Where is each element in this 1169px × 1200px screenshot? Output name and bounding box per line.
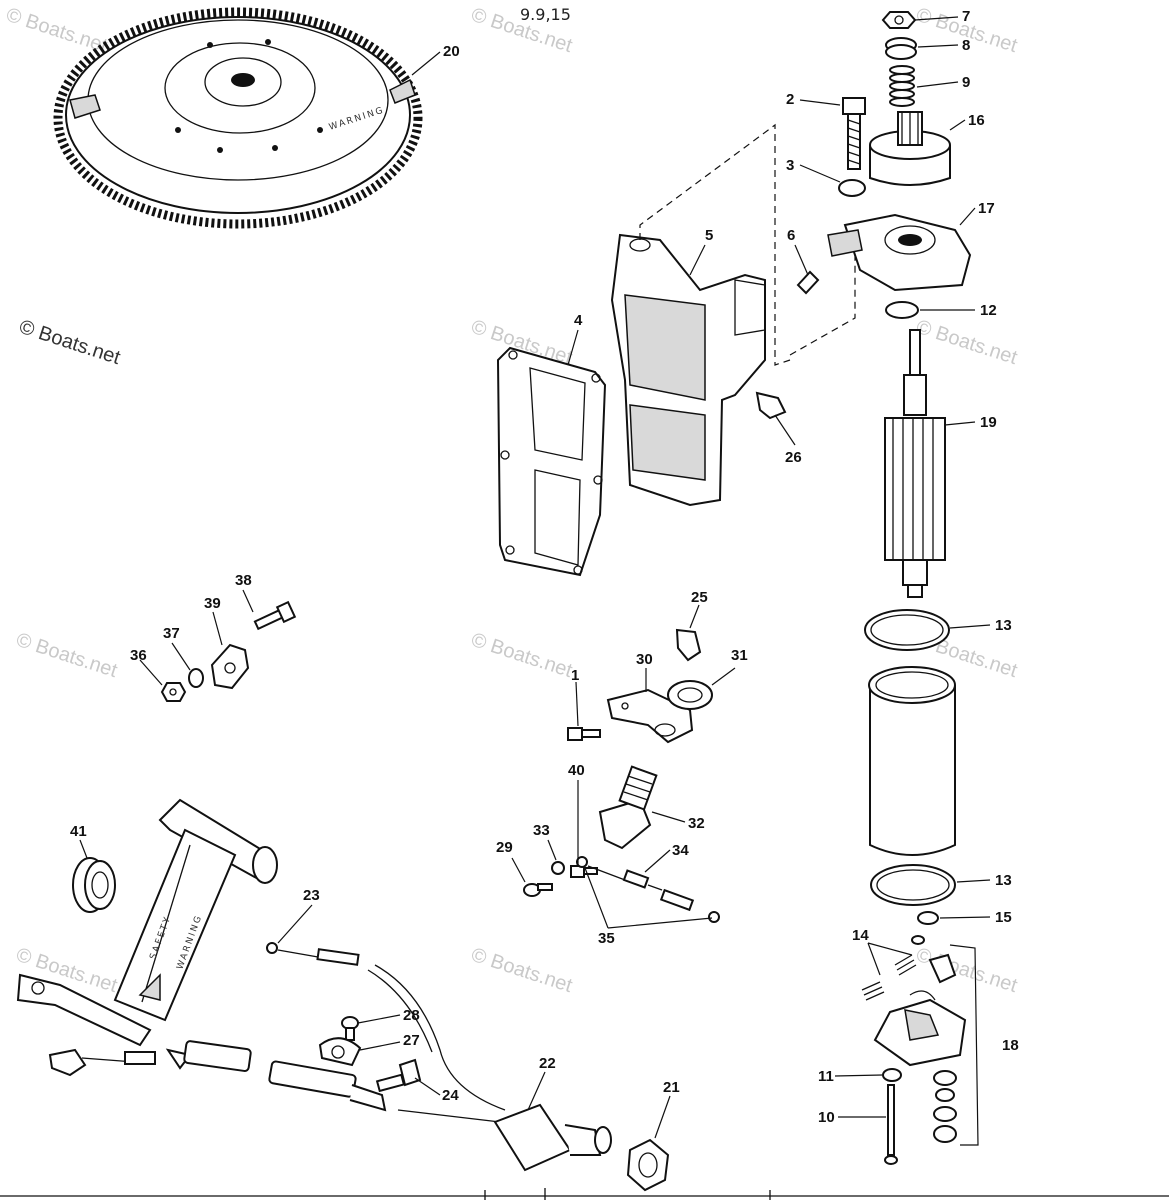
label-9: 9	[962, 74, 970, 91]
label-13-top: 13	[995, 617, 1012, 634]
watermark: © Boats.net	[913, 944, 1020, 997]
watermark: © Boats.net	[468, 629, 575, 682]
lead-wire	[576, 856, 720, 923]
screw-29	[523, 883, 553, 897]
label-39: 39	[204, 595, 221, 612]
cap	[917, 911, 939, 925]
fitting	[375, 1058, 422, 1093]
cable	[266, 942, 506, 1111]
switch-nut	[626, 1138, 670, 1192]
flywheel: WARNING	[53, 7, 423, 229]
clamp	[318, 1037, 362, 1067]
label-21: 21	[663, 1079, 680, 1096]
hardware-group-36-39	[160, 600, 297, 702]
watermark: © Boats.net	[13, 629, 120, 682]
brush-springs	[861, 954, 917, 1001]
label-22: 22	[539, 1055, 556, 1072]
lock-washer	[882, 1068, 902, 1082]
spring	[889, 65, 915, 107]
label-38: 38	[235, 572, 252, 589]
screw	[570, 865, 598, 878]
switch	[598, 765, 658, 850]
starter-frame	[868, 666, 956, 856]
label-2: 2	[786, 91, 794, 108]
label-15: 15	[995, 909, 1012, 926]
intake-manifold	[610, 233, 766, 507]
label-41: 41	[70, 823, 87, 840]
o-ring-top	[864, 609, 950, 651]
o-ring-bottom	[870, 864, 956, 906]
grommet	[72, 857, 116, 913]
gasket	[496, 346, 607, 577]
through-bolt	[884, 1084, 898, 1165]
label-33: 33	[533, 822, 550, 839]
label-16: 16	[968, 112, 985, 129]
label-37: 37	[163, 625, 180, 642]
label-1: 1	[571, 667, 579, 684]
washer	[838, 179, 866, 197]
label-10: 10	[818, 1109, 835, 1126]
label-32: 32	[688, 815, 705, 832]
clip	[755, 391, 787, 420]
label-40: 40	[568, 762, 585, 779]
collar	[885, 37, 917, 60]
part-number-labels: 20 2 3 6 5 4 7 8 9 16 17 12 19 26 13 13 …	[70, 8, 1019, 1126]
label-13-bottom: 13	[995, 872, 1012, 889]
hex-nut	[667, 680, 713, 710]
key-switch	[493, 1103, 612, 1172]
label-34: 34	[672, 842, 689, 859]
label-5: 5	[705, 227, 713, 244]
label-35: 35	[598, 930, 615, 947]
label-3: 3	[786, 157, 794, 174]
end-cap	[827, 213, 972, 292]
label-18: 18	[1002, 1037, 1019, 1054]
nut	[881, 11, 917, 29]
leader-lines	[79, 16, 991, 1139]
label-30: 30	[636, 651, 653, 668]
label-31: 31	[731, 647, 748, 664]
handle-assembly: SAFETY WARNING	[16, 798, 501, 1123]
label-11: 11	[818, 1068, 834, 1085]
label-28: 28	[403, 1007, 420, 1024]
label-36: 36	[130, 647, 147, 664]
label-17: 17	[978, 200, 995, 217]
bolt	[842, 97, 866, 170]
label-24: 24	[442, 1087, 459, 1104]
watermark-main: © Boats.net	[16, 316, 123, 369]
label-26: 26	[785, 449, 802, 466]
screw-28	[341, 1016, 359, 1041]
bottom-border	[0, 1188, 1169, 1200]
screw	[567, 727, 601, 741]
pin	[796, 270, 820, 295]
label-23: 23	[303, 887, 320, 904]
watermark: © Boats.net	[468, 944, 575, 997]
label-29: 29	[496, 839, 513, 856]
label-6: 6	[787, 227, 795, 244]
label-19: 19	[980, 414, 997, 431]
brush-plate	[873, 935, 979, 1146]
star-washer	[551, 861, 565, 875]
label-7: 7	[962, 8, 970, 25]
drive-pinion	[869, 111, 951, 186]
label-14: 14	[852, 927, 869, 944]
armature	[884, 329, 946, 598]
label-27: 27	[403, 1032, 420, 1049]
watermark: © Boats.net	[913, 316, 1020, 369]
label-8: 8	[962, 37, 970, 54]
thrust-washer	[885, 301, 919, 319]
header-label: 9.9,15	[520, 5, 571, 24]
label-12: 12	[980, 302, 997, 319]
label-4: 4	[574, 312, 583, 329]
label-20: 20	[443, 43, 460, 60]
clip	[675, 628, 702, 662]
label-25: 25	[691, 589, 708, 606]
